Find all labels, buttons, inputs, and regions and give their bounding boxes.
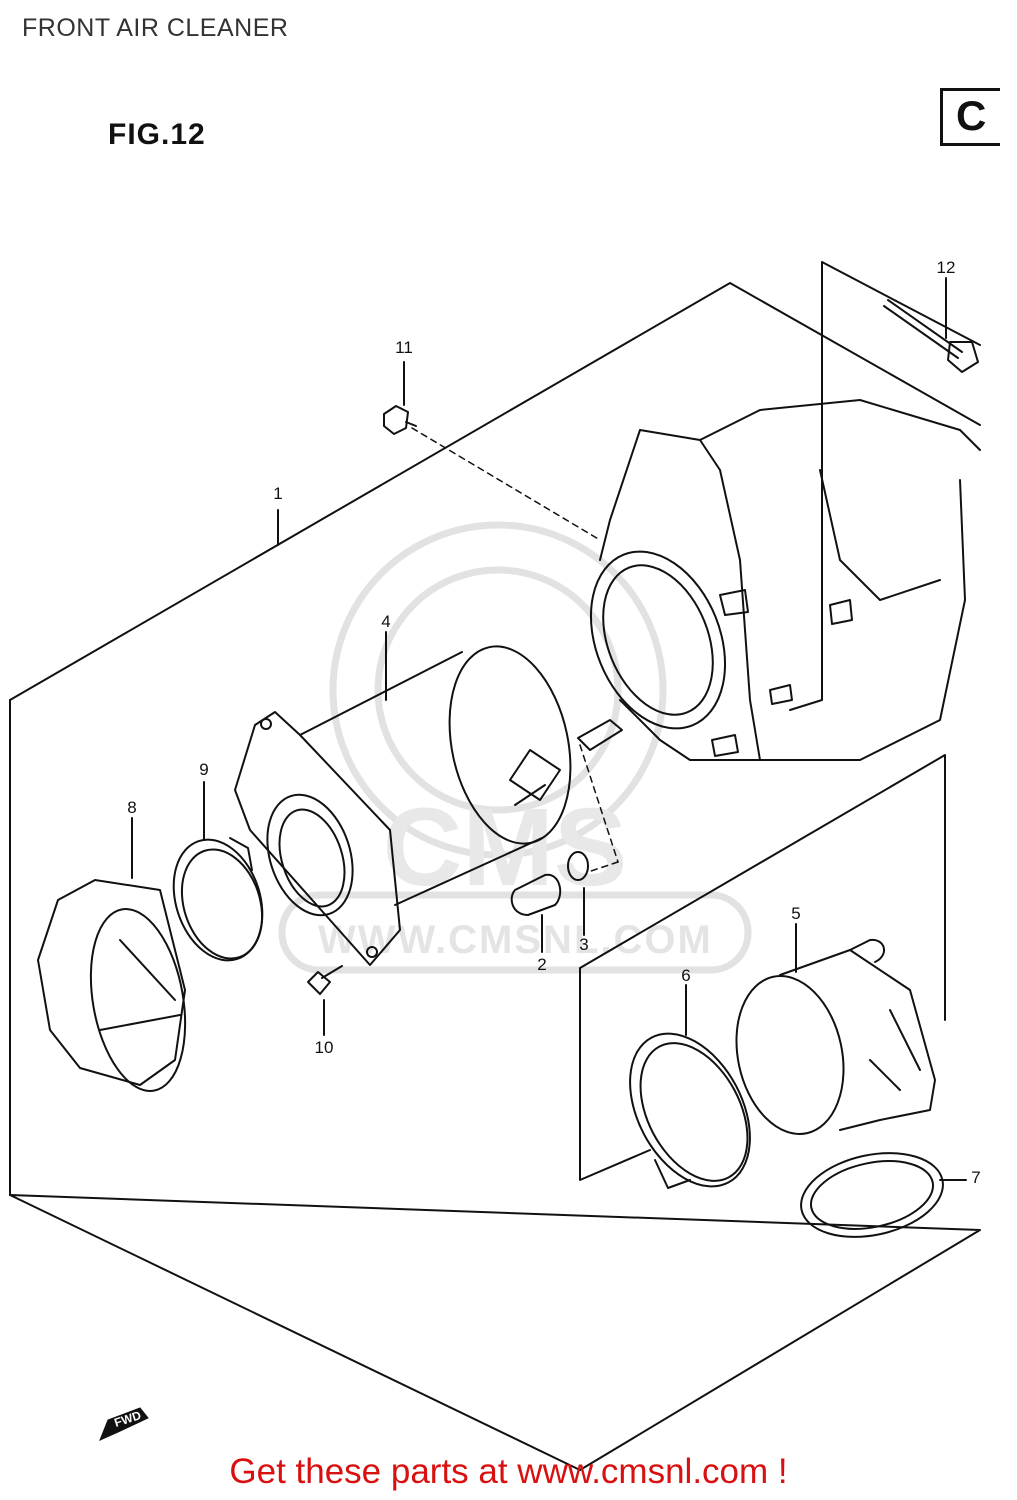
air-cleaner-case bbox=[577, 399, 981, 761]
clip-3 bbox=[567, 851, 589, 881]
filter-element-4 bbox=[299, 645, 572, 906]
part-label-4: 4 bbox=[381, 612, 391, 631]
assembly-outline bbox=[9, 282, 981, 1471]
intake-outline bbox=[579, 754, 946, 1181]
fwd-arrow-icon bbox=[99, 1407, 149, 1441]
figure-label: FIG.12 bbox=[108, 118, 206, 151]
part-label-12: 12 bbox=[936, 258, 956, 277]
nut-11 bbox=[383, 405, 417, 435]
bolt-12 bbox=[883, 299, 979, 373]
part-label-1: 1 bbox=[273, 484, 283, 503]
part-label-11: 11 bbox=[395, 338, 413, 357]
intake-boot-5 bbox=[735, 938, 936, 1135]
subassembly-outline bbox=[789, 261, 981, 711]
part-label-3: 3 bbox=[579, 935, 589, 954]
cap-2 bbox=[510, 873, 562, 916]
part-label-6: 6 bbox=[681, 966, 691, 985]
part-label-5: 5 bbox=[791, 904, 801, 923]
watermark-logo-text: CMS bbox=[383, 786, 627, 909]
footer-link[interactable]: Get these parts at www.cmsnl.com ! bbox=[229, 1452, 788, 1491]
ring-seal-9 bbox=[172, 837, 264, 962]
section-letter: C bbox=[956, 92, 987, 139]
part-label-2: 2 bbox=[537, 955, 547, 974]
filter-plate bbox=[234, 711, 401, 966]
ring-7 bbox=[800, 1152, 944, 1238]
part-label-9: 9 bbox=[199, 760, 209, 779]
funnel-cover-8 bbox=[37, 879, 187, 1092]
part-label-7: 7 bbox=[971, 1168, 981, 1187]
page-title: FRONT AIR CLEANER bbox=[22, 14, 289, 42]
section-box bbox=[940, 88, 1000, 146]
screw-10 bbox=[307, 965, 343, 995]
part-label-10: 10 bbox=[314, 1038, 334, 1057]
part-label-8: 8 bbox=[127, 798, 137, 817]
clamp-band-6 bbox=[629, 1032, 751, 1189]
watermark-url: WWW.CMSNL.COM bbox=[318, 918, 713, 962]
